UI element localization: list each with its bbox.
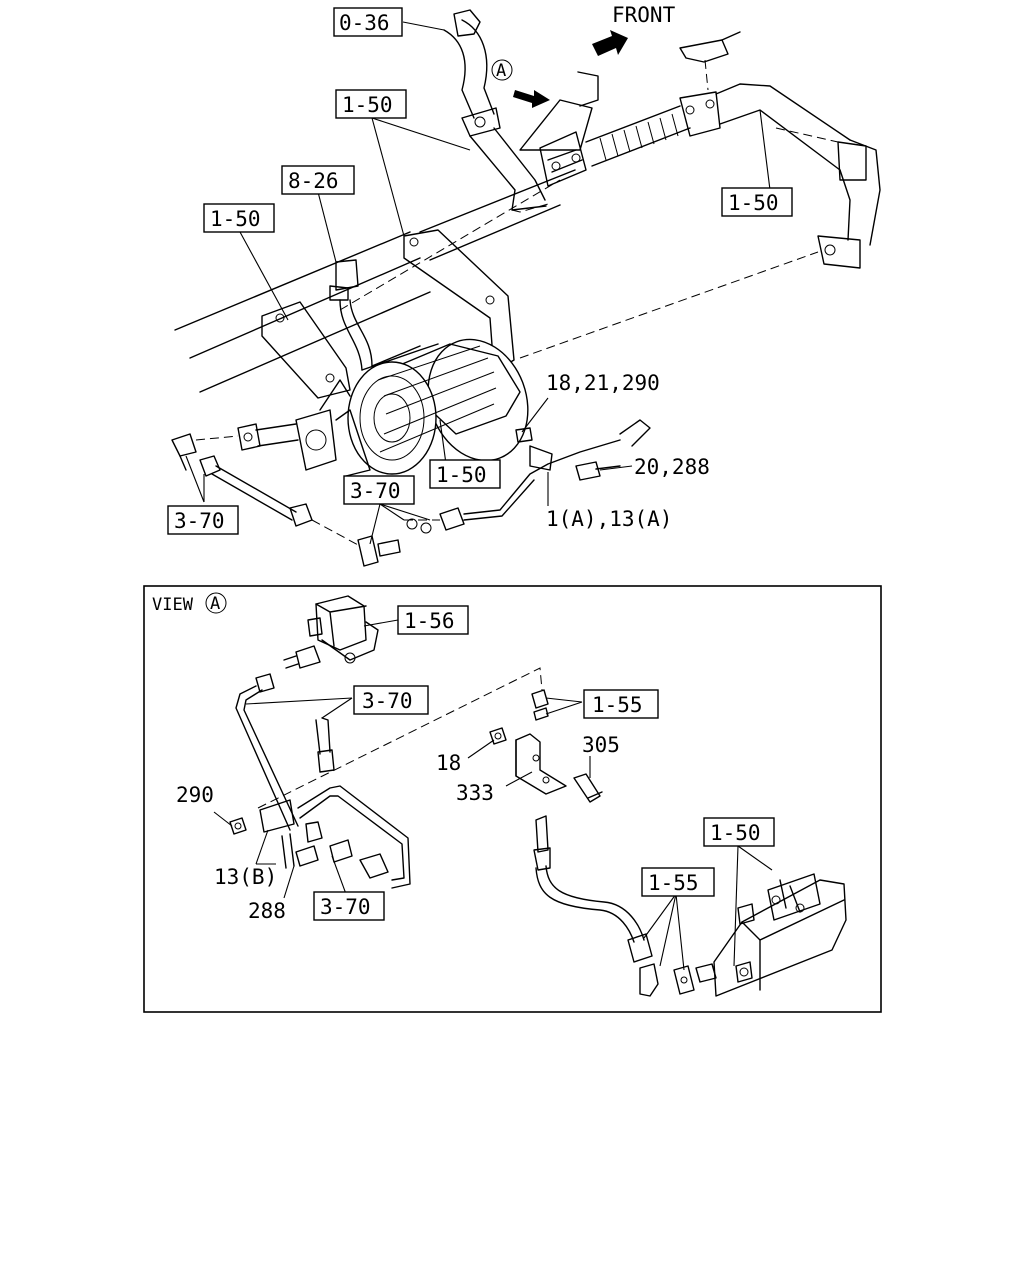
callout-1-50-left: 1-50 bbox=[203, 203, 275, 233]
front-direction-arrow: FRONT bbox=[592, 3, 676, 56]
pressure-sensor bbox=[329, 259, 439, 371]
callout-1-55-upper: 1-55 bbox=[583, 689, 659, 719]
view-a-arrow: A bbox=[491, 59, 550, 108]
label-1a-13a: 1(A),13(A) bbox=[546, 507, 672, 531]
bolt-305 bbox=[573, 773, 603, 803]
label-290: 290 bbox=[176, 783, 214, 807]
label-18-21-290: 18,21,290 bbox=[546, 371, 660, 395]
svg-text:1-55: 1-55 bbox=[648, 871, 699, 895]
view-title: VIEW bbox=[152, 595, 194, 615]
callout-3-70-left: 3-70 bbox=[167, 505, 239, 535]
alignment-line bbox=[519, 251, 819, 359]
inlet-flange bbox=[195, 423, 299, 451]
label-13b: 13(B) bbox=[214, 865, 277, 889]
turbo-downpipe bbox=[443, 9, 549, 213]
view-a-inset: VIEW A bbox=[143, 585, 882, 1013]
mounting-bracket-left bbox=[261, 301, 351, 399]
label-20-288: 20,288 bbox=[634, 455, 710, 479]
svg-text:3-70: 3-70 bbox=[320, 895, 371, 919]
nut-18 bbox=[489, 727, 507, 745]
bracket-333 bbox=[515, 733, 567, 795]
svg-text:3-70: 3-70 bbox=[362, 689, 413, 713]
vacuum-tubes bbox=[235, 667, 543, 889]
svg-text:1-50: 1-50 bbox=[710, 821, 761, 845]
leader-lines-view bbox=[213, 619, 773, 971]
alignment-line bbox=[339, 179, 561, 311]
frame-rail bbox=[174, 169, 576, 393]
callout-1-56: 1-56 bbox=[397, 605, 469, 635]
tail-pipe bbox=[679, 31, 881, 269]
exhaust-brake-and-flex-pipe bbox=[519, 71, 721, 187]
label-288: 288 bbox=[248, 899, 286, 923]
callout-1-55-lower: 1-55 bbox=[641, 867, 715, 897]
callout-0-36: 0-36 bbox=[333, 7, 403, 37]
callout-3-70-center: 3-70 bbox=[343, 475, 415, 505]
view-a-marker: A bbox=[496, 61, 506, 81]
callout-3-70-upper: 3-70 bbox=[353, 685, 429, 715]
svg-text:1-50: 1-50 bbox=[728, 191, 779, 215]
svg-text:3-70: 3-70 bbox=[350, 479, 401, 503]
callout-1-50-view: 1-50 bbox=[703, 817, 775, 847]
callout-3-70-lower: 3-70 bbox=[313, 891, 385, 921]
nut-washer-1-55 bbox=[531, 689, 549, 721]
label-18: 18 bbox=[436, 751, 461, 775]
svg-text:1-50: 1-50 bbox=[436, 463, 487, 487]
main-assembly-drawing: FRONT A bbox=[167, 3, 881, 567]
label-305: 305 bbox=[582, 733, 620, 757]
callout-1-50-mid: 1-50 bbox=[429, 459, 501, 489]
lower-hose bbox=[533, 815, 695, 997]
svg-text:1-55: 1-55 bbox=[592, 693, 643, 717]
svg-text:3-70: 3-70 bbox=[174, 509, 225, 533]
svg-text:0-36: 0-36 bbox=[339, 11, 390, 35]
solenoid-valve bbox=[283, 595, 379, 669]
label-333: 333 bbox=[456, 781, 494, 805]
callout-8-26: 8-26 bbox=[281, 165, 355, 195]
callout-1-50-right: 1-50 bbox=[721, 187, 793, 217]
dpf-converter bbox=[295, 338, 529, 477]
view-a-frame bbox=[143, 585, 882, 1013]
front-label: FRONT bbox=[612, 3, 676, 27]
svg-text:1-50: 1-50 bbox=[210, 207, 261, 231]
svg-text:8-26: 8-26 bbox=[288, 169, 339, 193]
svg-text:1-50: 1-50 bbox=[342, 93, 393, 117]
callout-1-50-top: 1-50 bbox=[335, 89, 407, 119]
left-pipe-fittings bbox=[171, 433, 401, 567]
sensor-tube-assembly bbox=[404, 419, 651, 534]
svg-text:1-56: 1-56 bbox=[404, 609, 455, 633]
view-title-marker: A bbox=[210, 594, 220, 614]
nut-290 bbox=[229, 817, 247, 835]
exhaust-brake-unit bbox=[695, 873, 847, 997]
leader-lines-main bbox=[185, 21, 771, 545]
